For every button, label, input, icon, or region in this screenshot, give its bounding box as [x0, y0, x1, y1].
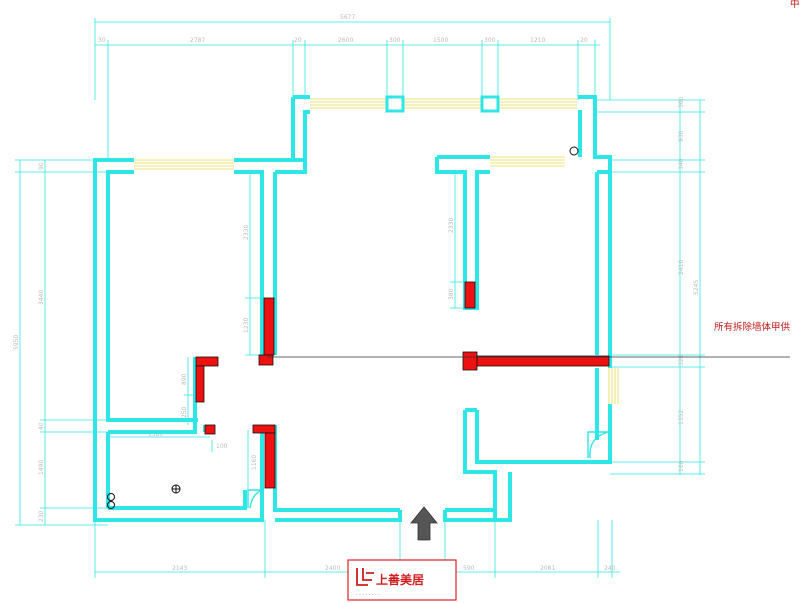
dim-left-overall: 5950	[13, 335, 20, 350]
window-top-1	[310, 98, 386, 109]
window-left-bedroom	[134, 159, 234, 170]
window-right-side	[608, 368, 619, 404]
dim-right-overall: 5245	[693, 280, 700, 295]
door-swing-left-bath	[247, 489, 263, 509]
dim-interior-1: 2330	[243, 225, 250, 240]
dim-interior-6: 250	[181, 406, 188, 418]
dim-right-7: 160	[678, 460, 685, 472]
doors	[247, 431, 609, 509]
fixtures	[107, 146, 579, 509]
floor-drain-icon	[171, 484, 181, 494]
demo-wall-1-cap	[258, 354, 274, 366]
dim-interior-4: 380	[448, 288, 455, 300]
dim-bottom-3: 590	[463, 565, 475, 572]
dim-right-6: 1352	[678, 410, 685, 425]
logo-subtext: · · · · · · · ·	[356, 592, 380, 598]
door-swing-right-bath	[587, 431, 609, 459]
logo-mark-icon	[356, 568, 374, 586]
dim-top-seg-2: 2787	[190, 37, 205, 44]
demo-wall-6	[264, 432, 276, 489]
dim-top-seg-5: 300	[389, 37, 401, 44]
demo-wall-1	[263, 297, 275, 356]
pipe-icon-1	[107, 493, 115, 501]
drain-icon-balcony	[569, 146, 579, 156]
pipe-icon-2	[107, 501, 115, 509]
demolition-note: 所有拆除墙体甲供	[714, 321, 791, 333]
dim-bottom-2: 2400	[325, 565, 340, 572]
demo-wall-3-head	[462, 351, 478, 371]
dim-left-5: 230	[38, 510, 45, 522]
demo-wall-3	[476, 355, 610, 367]
dim-interior-7: 1580	[148, 431, 163, 438]
dim-right-3: 340	[678, 158, 685, 170]
dim-bottom-1: 2143	[172, 565, 187, 572]
entrance-arrow-icon	[410, 506, 438, 541]
dim-right-5: 320	[678, 354, 685, 366]
dim-right-2: 930	[678, 130, 685, 142]
dim-top-seg-6: 1500	[433, 37, 448, 44]
dim-bottom-5: 240	[604, 565, 616, 572]
dim-interior-5: 890	[181, 373, 188, 385]
dimension-texts: 5677 30 2787 20 2600 300 1500 300 1210 2…	[13, 14, 700, 572]
window-top-3	[499, 98, 577, 109]
dimension-lines	[15, 18, 705, 578]
dim-interior-8: 1160	[251, 455, 258, 470]
dim-top-overall: 5677	[340, 14, 355, 21]
walls	[93, 95, 612, 522]
demolition-walls	[195, 281, 610, 489]
window-right-bedroom	[490, 156, 565, 167]
corner-mark: 中	[790, 0, 800, 10]
window-top-2	[404, 98, 481, 109]
dim-left-2: 3440	[38, 290, 45, 305]
dim-bottom-4: 2081	[540, 565, 555, 572]
dim-top-seg-4: 2600	[338, 37, 353, 44]
dim-top-seg-7: 300	[484, 37, 496, 44]
dim-top-seg-3: 20	[294, 37, 302, 44]
demo-wall-4-top	[195, 356, 219, 367]
company-logo: 上善美居 · · · · · · · ·	[347, 559, 457, 601]
dim-left-3: 40	[38, 422, 45, 430]
dim-top-seg-1: 30	[98, 37, 106, 44]
dim-left-4: 1490	[38, 460, 45, 475]
logo-text: 上善美居	[376, 572, 424, 587]
dim-right-1: 300	[678, 96, 685, 108]
dim-top-seg-8: 1210	[530, 37, 545, 44]
dim-left-1: 90	[38, 162, 45, 170]
windows	[134, 98, 619, 404]
demo-wall-4	[195, 365, 205, 403]
demo-wall-6-top	[252, 424, 276, 434]
dim-interior-9: 100	[216, 443, 228, 450]
demo-wall-5	[204, 424, 216, 435]
dim-interior-3: 2330	[448, 218, 455, 233]
dim-interior-2: 1230	[243, 318, 250, 333]
dim-right-4: 2410	[678, 260, 685, 275]
demo-wall-2	[464, 281, 476, 309]
dim-top-seg-9: 20	[580, 37, 588, 44]
